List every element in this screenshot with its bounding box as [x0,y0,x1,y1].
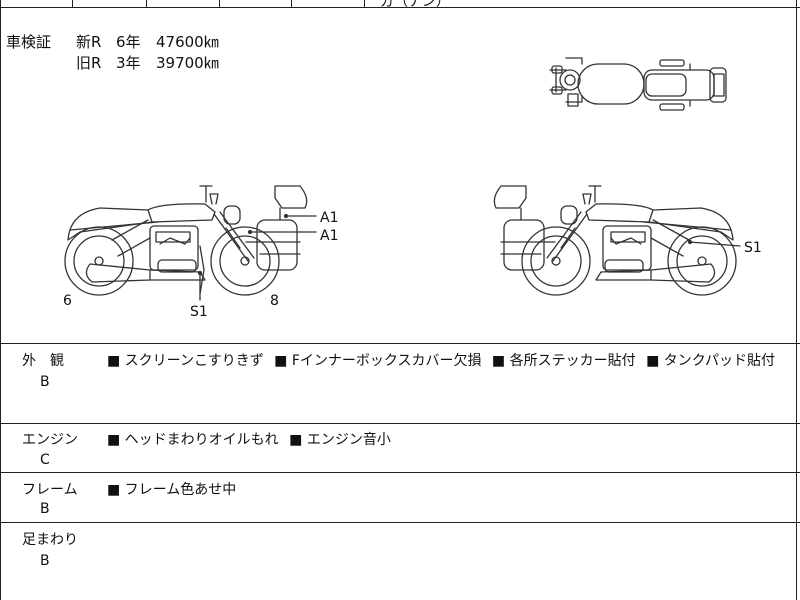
registration-years: 6年 [116,33,141,51]
top-cell-divider [146,0,147,8]
registration-type: 旧R [76,54,102,72]
top-row-partial-text: ガ（ナン） [380,0,450,10]
exterior-title: 外 観 [22,353,64,369]
inspection-info: 車検証 新R 6年 47600㎞ 旧R 3年 39700㎞ [6,32,219,74]
engine-note: ■ ヘッドまわりオイルもれ [107,432,279,448]
suspension-grade: B [40,553,50,569]
engine-grade: C [40,452,50,468]
engine-title: エンジン [22,432,78,448]
top-cell-divider [219,0,220,8]
registration-km: 39700㎞ [156,54,219,72]
section-divider [0,472,800,473]
top-cell-divider [72,0,73,8]
frame-notes: ■ フレーム色あせ中 [107,479,242,499]
s1-leader-line [689,241,741,247]
motorcycle-left-side-view [64,185,317,301]
frame-grade: B [40,501,50,517]
exterior-note: ■ 各所ステッカー貼付 [491,353,636,369]
engine-notes: ■ ヘッドまわりオイルもれ ■ エンジン音小 [107,429,397,449]
damage-mark-s1-left: S1 [190,304,208,320]
registration-type: 新R [76,33,102,51]
exterior-note: ■ タンクパッド貼付 [646,353,776,369]
damage-mark-s1-right: S1 [744,240,762,256]
section-divider [0,343,800,344]
inspection-row-new: 車検証 新R 6年 47600㎞ [6,32,219,53]
inspection-row-old: 旧R 3年 39700㎞ [6,53,219,74]
section-divider [0,522,800,523]
damage-mark-a1-upper: A1 [320,210,338,226]
motorcycle-top-view [549,57,727,111]
exterior-notes: ■ スクリーンこすりきず ■ Fインナーボックスカバー欠損 ■ 各所ステッカー貼… [107,350,781,370]
motorcycle-diagrams: A1 A1 S1 6 8 [63,57,762,320]
frame-title: フレーム [22,482,78,498]
rear-wheel-number: 8 [270,293,279,309]
exterior-note: ■ スクリーンこすりきず [107,353,264,369]
top-cell-divider [364,0,365,8]
suspension-title: 足まわり [22,532,78,548]
front-wheel-number: 6 [63,293,72,309]
registration-years: 3年 [116,54,141,72]
top-cell-divider [291,0,292,8]
engine-note: ■ エンジン音小 [289,432,391,448]
damage-mark-a1-lower: A1 [320,228,338,244]
motorcycle-right-side-view [493,185,737,296]
inspection-label: 車検証 [6,33,52,51]
registration-km: 47600㎞ [156,33,219,51]
section-divider [0,423,800,424]
frame-note: ■ フレーム色あせ中 [107,482,237,498]
exterior-grade: B [40,374,50,390]
top-divider [0,7,800,8]
exterior-note: ■ Fインナーボックスカバー欠損 [274,353,482,369]
